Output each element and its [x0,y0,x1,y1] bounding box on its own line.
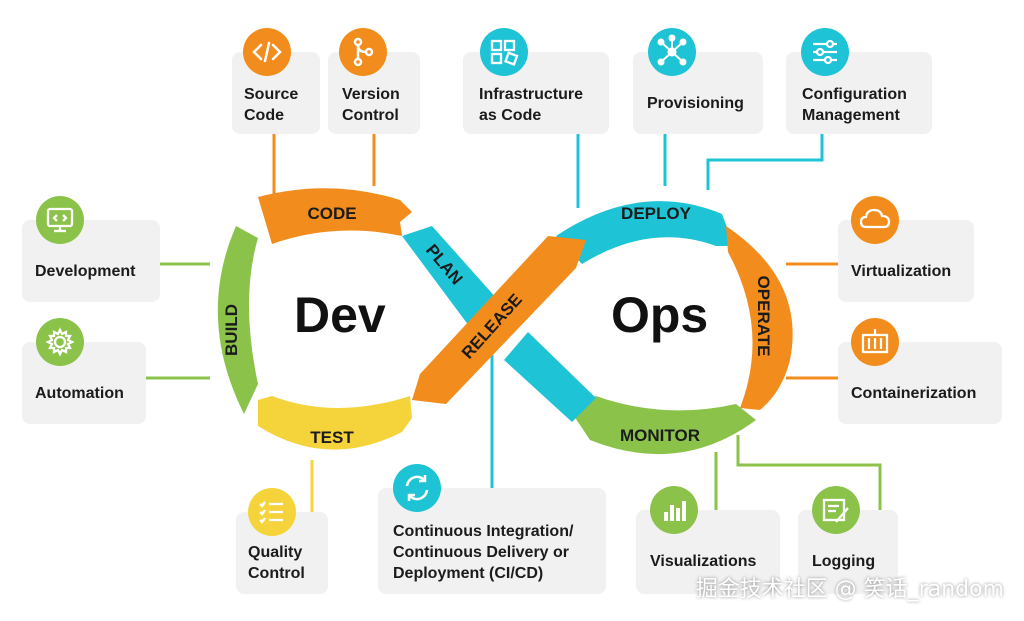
dev-title: Dev [294,287,386,343]
segment-cicd-cross [504,332,596,422]
phase-build: BUILD [222,304,241,356]
container-icon [851,318,899,366]
checklist-icon [248,488,296,536]
label-provisioning: Provisioning [647,95,744,112]
phase-test: TEST [310,428,354,447]
refresh-icon [393,464,441,512]
sliders-icon [801,28,849,76]
label-virtualization: Virtualization [851,263,952,280]
connector-logging [736,435,882,510]
label-logging: Logging [812,553,876,570]
monitor-code-icon [36,196,84,244]
segment-deploy [556,201,734,264]
blocks-icon [480,28,528,76]
network-icon [648,28,696,76]
label-containerization: Containerization [851,385,977,402]
label-infrastructure: Infrastructure as Code [479,86,584,124]
label-source-code: Source Code [244,86,299,124]
label-version-control: Version Control [342,86,400,124]
segment-test [258,396,412,450]
label-development: Development [35,263,136,280]
segment-operate [726,226,793,410]
gear-icon [36,318,84,366]
segment-monitor [570,396,756,455]
code-icon [243,28,291,76]
watermark: 掘金技术社区 @ 笑话_random [695,577,1004,602]
bar-chart-icon [650,486,698,534]
label-automation: Automation [35,385,124,402]
label-visualizations: Visualizations [650,553,757,570]
connector-configuration [706,134,824,190]
phase-monitor: MONITOR [620,426,700,445]
branch-icon [339,28,387,76]
phase-deploy: DEPLOY [621,204,692,223]
label-quality-control: Quality Control [248,544,305,582]
phase-code: CODE [307,204,356,223]
cloud-icon [851,196,899,244]
label-configuration: Configuration Management [802,86,907,124]
log-edit-icon [812,486,860,534]
label-cicd: Continuous Integration/ Continuous Deliv… [393,523,574,582]
segment-code [258,188,412,244]
phase-operate: OPERATE [754,276,773,357]
ops-title: Ops [611,287,709,343]
segment-plan [402,226,498,330]
segment-release [412,236,586,404]
segment-build [217,226,258,414]
